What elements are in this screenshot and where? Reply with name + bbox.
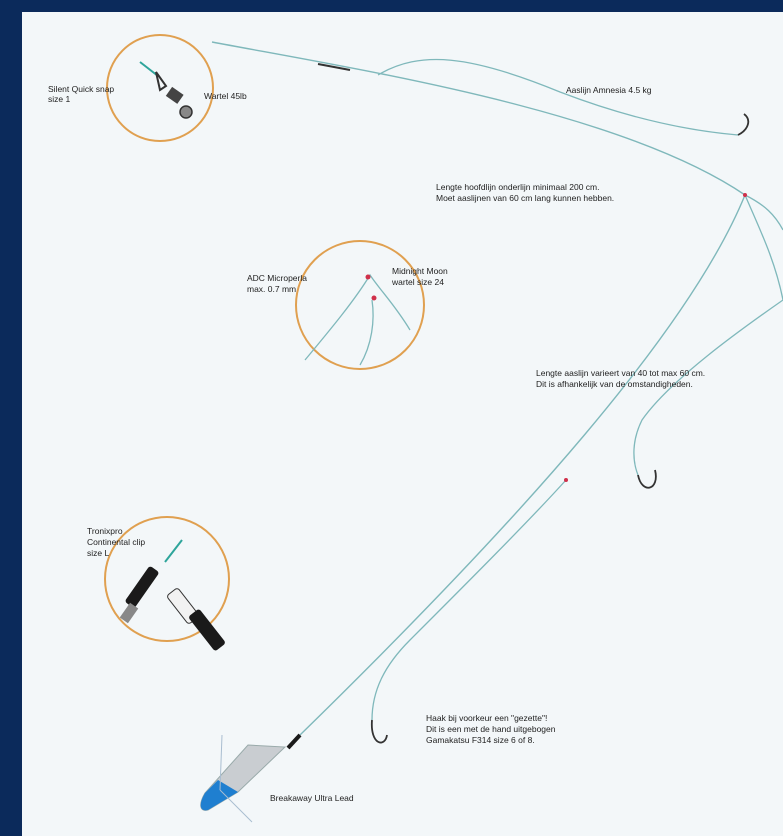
bead-detail-line-1 (304, 273, 411, 361)
lead-label: Breakaway Ultra Lead (270, 793, 354, 803)
mainline-length-line2: Moet aaslijnen van 60 cm lang kunnen heb… (436, 193, 615, 203)
bead-detail-circle (295, 240, 425, 370)
hook-label-line1: Haak bij voorkeur een "gezette"! (426, 713, 548, 723)
main-line-swivel (317, 63, 351, 71)
microperla-bead (365, 274, 371, 280)
midnight-label-line1: Midnight Moon (392, 266, 448, 276)
hook-label-line2: Dit is een met de hand uitgebogen (426, 724, 556, 734)
clip-icon (119, 539, 225, 651)
upper-bead (743, 193, 747, 197)
hooklink-length-line2: Dit is afhankelijk van de omstandigheden… (536, 379, 693, 389)
middle-hook (637, 469, 657, 489)
snap-detail-circle (106, 34, 214, 142)
lower-bead (564, 478, 568, 482)
clip-label-line2: Continental clip (87, 537, 146, 547)
midnight-label-line2: wartel size 24 (392, 277, 444, 287)
clip-detail-circle (104, 516, 230, 642)
clip-label-line3: size L (87, 548, 110, 558)
hooklink-label: Aaslijn Amnesia 4.5 kg (566, 85, 652, 95)
hook-label-line3: Gamakatsu F314 size 6 of 8. (426, 735, 535, 745)
bead-detail-line-2 (359, 299, 374, 366)
clip-label-line1: Tronixpro (87, 526, 123, 536)
right-hooklink-1 (744, 194, 783, 231)
right-hooklink-3 (633, 299, 783, 476)
hooklink-length-line1: Lengte aaslijn varieert van 40 tot max 6… (536, 368, 706, 378)
snap-label-line1: Silent Quick snap (48, 84, 115, 94)
mainline-length-line1: Lengte hoofdlijn onderlijn minimaal 200 … (436, 182, 600, 192)
right-hooklink-2 (744, 194, 783, 301)
top-hook (737, 113, 750, 136)
swivel-label: Wartel 45lb (204, 91, 247, 101)
microperla-label-line1: ADC Microperla (247, 273, 307, 283)
main-line (211, 41, 746, 736)
lower-hooklink (371, 479, 567, 721)
midnight-bead (371, 295, 377, 301)
top-hooklink (377, 58, 739, 136)
bottom-hook (371, 719, 388, 744)
snap-swivel-icon (139, 61, 193, 119)
microperla-label-line2: max. 0.7 mm (247, 284, 297, 294)
breakaway-lead-icon (200, 733, 302, 823)
snap-label-line2: size 1 (48, 94, 71, 104)
